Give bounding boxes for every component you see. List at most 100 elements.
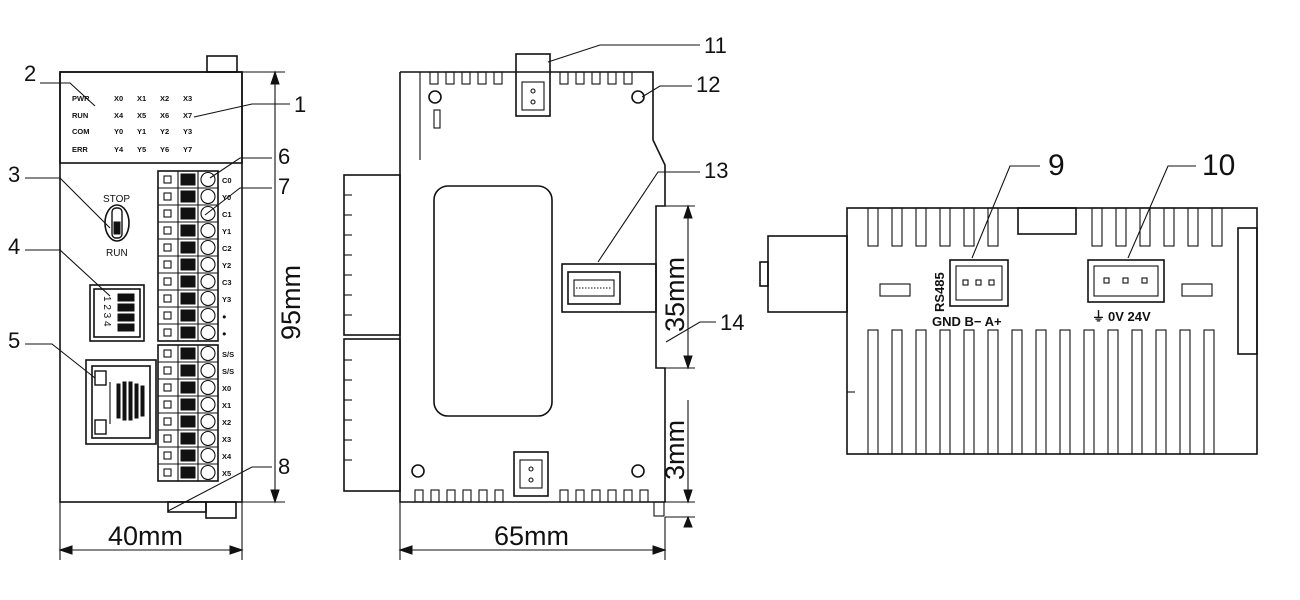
terminal-label: X5 — [222, 469, 231, 478]
callout-2: 2 — [24, 61, 36, 86]
mount-hole — [411, 464, 425, 478]
io-led-label: Y3 — [183, 127, 192, 136]
callout-5: 5 — [8, 328, 20, 353]
callout-9: 9 — [1048, 149, 1065, 182]
io-led-label: Y4 — [114, 145, 124, 154]
callout-13: 13 — [704, 158, 728, 183]
ethernet-port — [85, 359, 157, 445]
din-clip-bottom — [513, 451, 549, 497]
terminal-label: X0 — [222, 384, 231, 393]
offset-dimension: 3mm — [660, 420, 690, 480]
callout-8: 8 — [278, 454, 290, 479]
io-led-label: Y0 — [114, 127, 123, 136]
din-clip-top — [515, 53, 551, 117]
terminal-label: X4 — [222, 452, 232, 461]
terminal-label: X3 — [222, 435, 231, 444]
io-led-label: Y7 — [183, 145, 192, 154]
io-led-label: Y6 — [160, 145, 169, 154]
bottom-callout-leaders — [971, 165, 1196, 259]
terminal-label: C1 — [222, 210, 232, 219]
terminal-label: X1 — [222, 401, 231, 410]
io-led-label: X2 — [160, 94, 169, 103]
side-width-dimension: 65mm — [494, 521, 569, 551]
callout-6: 6 — [278, 144, 290, 169]
switch-stop-label: STOP — [103, 194, 130, 205]
dip-numbers: 1 2 3 4 — [101, 296, 112, 327]
led-label-run: RUN — [72, 111, 88, 120]
callout-4: 4 — [8, 234, 20, 259]
callout-12: 12 — [696, 72, 720, 97]
callout-10: 10 — [1202, 149, 1235, 182]
led-label-err: ERR — [72, 145, 88, 154]
bottom-clip — [205, 501, 237, 519]
front-view: PWR RUN COM ERR X0 X1 X2 X3 X4 X5 X6 X7 … — [8, 55, 306, 560]
lower-terminal-block — [157, 344, 219, 482]
io-led-label: X7 — [183, 111, 192, 120]
io-led-label: X6 — [160, 111, 169, 120]
label-window — [433, 185, 553, 417]
terminal-label: Y0 — [222, 193, 231, 202]
power-port — [1087, 259, 1165, 303]
terminal-label: ● — [222, 312, 227, 321]
mount-hole — [631, 464, 645, 478]
io-led-label: X0 — [114, 94, 123, 103]
mount-hole — [631, 90, 645, 104]
terminal-label: Y3 — [222, 295, 231, 304]
callout-7: 7 — [278, 174, 290, 199]
side-connector-lower — [343, 338, 401, 492]
top-clip — [206, 55, 238, 73]
dip-switch — [89, 284, 145, 342]
side-view: 65mm 35mm 3mm 11 12 13 14 — [343, 33, 744, 560]
io-led-label: X3 — [183, 94, 192, 103]
terminal-label: ● — [222, 329, 227, 338]
io-led-label: Y2 — [160, 127, 169, 136]
io-led-label: Y1 — [137, 127, 146, 136]
front-dimensions — [58, 70, 285, 560]
bottom-body — [846, 207, 1258, 455]
led-panel — [59, 71, 243, 164]
lower-terminal-labels: S/S S/S X0 X1 X2 X3 X4 X5 — [222, 350, 234, 478]
io-led-label: X4 — [114, 111, 124, 120]
switch-run-label: RUN — [106, 248, 128, 259]
terminal-label: C2 — [222, 244, 232, 253]
terminal-label: Y2 — [222, 261, 231, 270]
led-label-com: COM — [72, 127, 90, 136]
io-led-label: X5 — [137, 111, 146, 120]
io-led-label: Y5 — [137, 145, 146, 154]
io-led-grid: X0 X1 X2 X3 X4 X5 X6 X7 Y0 Y1 Y2 Y3 Y4 Y… — [114, 94, 192, 154]
mount-hole — [428, 90, 442, 104]
callout-11: 11 — [704, 33, 727, 58]
terminal-label: Y1 — [222, 227, 231, 236]
rail-dimension: 35mm — [660, 257, 690, 332]
terminal-label: S/S — [222, 350, 234, 359]
led-label-pwr: PWR — [72, 94, 90, 103]
side-callout-leaders — [547, 44, 716, 343]
bottom-view: RS485 GND B− A+ ⏚ 0V 24V 9 10 — [759, 149, 1258, 455]
rs485-pin-labels: GND B− A+ — [932, 314, 1002, 329]
left-protrusion — [767, 235, 848, 313]
callout-3: 3 — [8, 162, 20, 187]
expansion-connector — [561, 263, 657, 313]
terminal-label: X2 — [222, 418, 231, 427]
terminal-label: C0 — [222, 176, 232, 185]
bottom-vent-slots — [867, 329, 1215, 455]
upper-terminal-block — [157, 170, 219, 342]
terminal-label: S/S — [222, 367, 234, 376]
upper-terminal-labels: C0 Y0 C1 Y1 C2 Y2 C3 Y3 ● ● — [222, 176, 232, 338]
side-connector-upper — [343, 174, 401, 336]
callout-14: 14 — [720, 310, 744, 335]
side-body — [399, 71, 666, 503]
height-dimension: 95mm — [276, 265, 306, 340]
front-width-dimension: 40mm — [108, 521, 183, 551]
front-callout-leaders — [25, 82, 290, 512]
rs485-label: RS485 — [932, 272, 947, 312]
io-led-label: X1 — [137, 94, 146, 103]
power-pin-labels: 0V 24V — [1108, 309, 1151, 324]
rs485-port — [949, 259, 1009, 307]
terminal-label: C3 — [222, 278, 232, 287]
ground-icon: ⏚ — [1092, 309, 1105, 324]
callout-1: 1 — [294, 92, 306, 117]
top-vent-slots — [867, 207, 1223, 247]
